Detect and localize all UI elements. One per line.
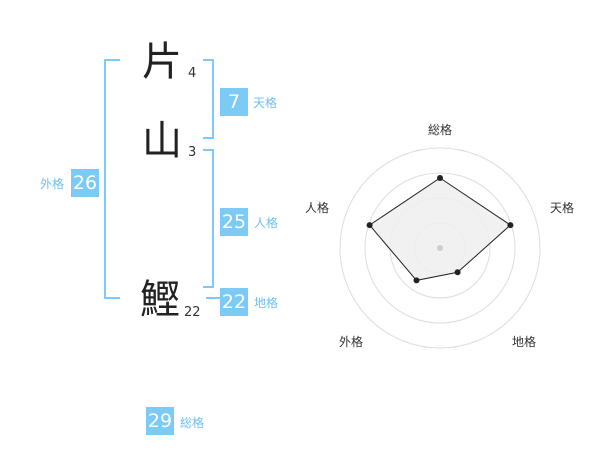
jinkaku-label: 人格 [254, 216, 279, 230]
name-char-2: 山 [142, 118, 182, 164]
name-char-1: 片 [142, 39, 182, 85]
gaikaku-label: 外格 [40, 177, 65, 191]
radar-data-polygon [368, 177, 512, 281]
jinkaku-bracket [203, 149, 214, 288]
soukaku-label: 総格 [180, 416, 205, 430]
radar-center-dot [437, 245, 443, 251]
radar-label-gaikaku: 外格 [339, 335, 364, 349]
name-char-2-strokes: 3 [188, 145, 197, 160]
chikaku-label: 地格 [254, 296, 279, 310]
name-char-3-strokes: 22 [184, 305, 201, 320]
chikaku-value: 22 [220, 288, 248, 316]
radar-point-2 [507, 222, 514, 229]
radar-point-3 [454, 269, 461, 276]
radar-label-chikaku: 地格 [512, 335, 537, 349]
radar-point-1 [437, 175, 443, 181]
soukaku-value: 29 [146, 407, 174, 435]
radar-label-soukaku: 総格 [428, 123, 453, 137]
tenkaku-value: 7 [220, 88, 248, 116]
radar-point-4 [413, 277, 420, 284]
tenkaku-bracket [203, 59, 214, 139]
radar-ring-4 [339, 147, 541, 349]
radar-label-tenkaku: 天格 [550, 201, 575, 215]
radar-label-jinkaku: 人格 [305, 201, 330, 215]
name-char-3: 鰹 [140, 277, 180, 323]
gaikaku-value: 26 [71, 169, 99, 197]
radar-ring-3 [364, 172, 516, 324]
tenkaku-label: 天格 [253, 96, 278, 110]
radar-point-5 [366, 222, 373, 229]
radar-points [366, 175, 514, 284]
gaikaku-bracket [104, 59, 120, 299]
name-char-1-strokes: 4 [188, 66, 197, 81]
jinkaku-value: 25 [220, 208, 248, 236]
